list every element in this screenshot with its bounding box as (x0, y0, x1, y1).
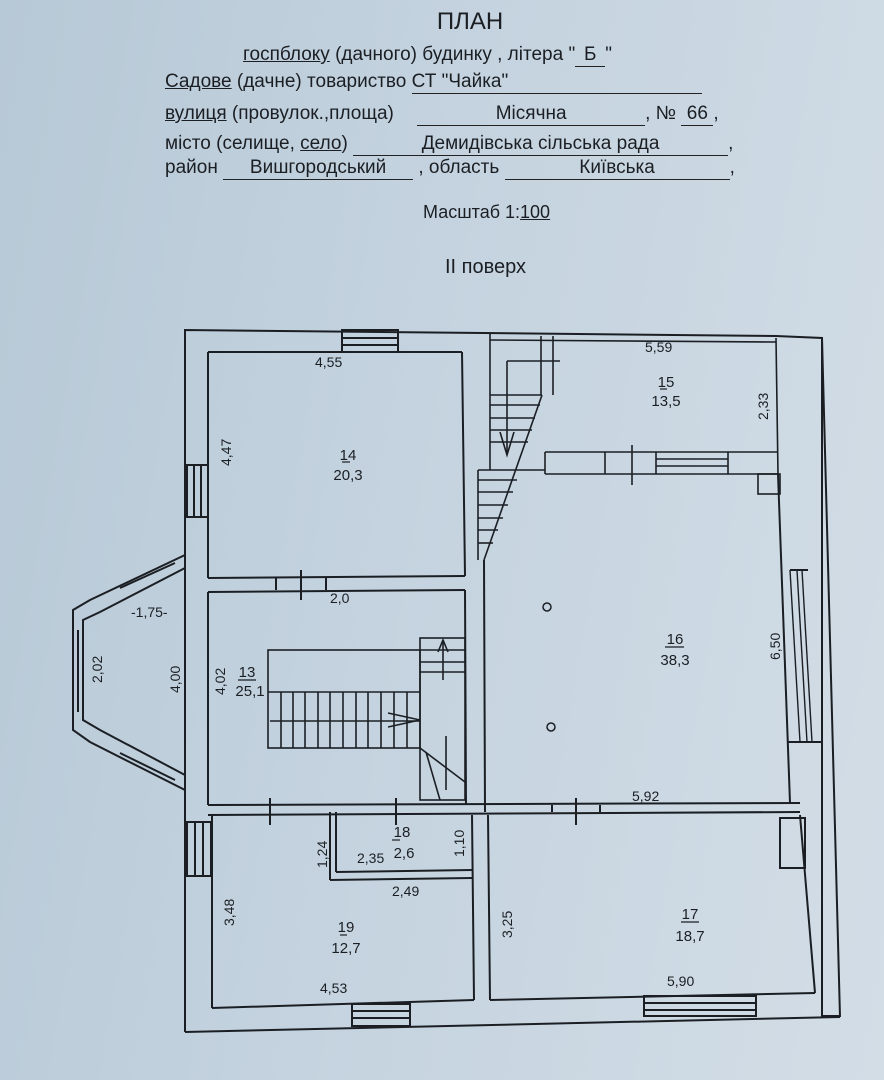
svg-text:1,24: 1,24 (314, 841, 330, 868)
svg-text:4,53: 4,53 (320, 980, 347, 996)
svg-text:4,00: 4,00 (167, 666, 183, 693)
district-value: Вишгородський (223, 157, 414, 180)
svg-text:5,59: 5,59 (645, 339, 672, 355)
svg-text:5,90: 5,90 (667, 973, 694, 989)
room-labels: 14 20,3 15 13,5 13 25,1 16 38,3 18 2,6 1… (235, 374, 704, 957)
city-row: місто (селище, село) Демидівська сільськ… (165, 133, 734, 156)
room-14-label: 14 20,3 (333, 447, 362, 484)
floor-label: II поверх (445, 256, 527, 278)
svg-text:13,5: 13,5 (651, 393, 680, 410)
svg-text:2,6: 2,6 (394, 845, 415, 862)
svg-text:16: 16 (667, 631, 684, 648)
svg-text:19: 19 (338, 919, 355, 936)
stairs-room-13 (267, 637, 466, 801)
svg-text:2,35: 2,35 (357, 850, 384, 866)
litera-value: Б (575, 44, 606, 67)
svg-text:1,10: 1,10 (451, 830, 467, 857)
svg-text:2,0: 2,0 (330, 590, 350, 606)
svg-text:15: 15 (658, 374, 675, 391)
room-16-walls (483, 473, 822, 825)
svg-text:38,3: 38,3 (660, 652, 689, 669)
svg-text:25,1: 25,1 (235, 683, 264, 700)
svg-text:20,3: 20,3 (333, 467, 362, 484)
dimension-labels: 4,55 4,47 5,59 2,33 2,0 -1,75- 2,02 4,00… (89, 339, 783, 996)
subtitle: госпблоку (дачного) будинку , літера "Б" (243, 44, 612, 67)
svg-text:4,55: 4,55 (315, 354, 342, 370)
svg-text:14: 14 (340, 447, 357, 464)
region-value: Київська (504, 157, 730, 180)
svg-text:13: 13 (239, 664, 256, 681)
svg-text:12,7: 12,7 (331, 940, 360, 957)
room-16-label: 16 38,3 (660, 631, 689, 669)
house-number: 66 (681, 103, 714, 126)
district-row: район Вишгородський , область Київська, (165, 157, 735, 180)
svg-text:4,02: 4,02 (212, 668, 228, 695)
svg-text:17: 17 (682, 906, 699, 923)
room-17-label: 17 18,7 (675, 906, 704, 945)
svg-text:6,50: 6,50 (767, 633, 783, 660)
room-18-label: 18 2,6 (392, 824, 414, 862)
bottom-rooms (186, 798, 816, 1027)
svg-text:2,49: 2,49 (392, 883, 419, 899)
svg-text:2,33: 2,33 (755, 393, 771, 420)
bay-window (72, 554, 209, 791)
svg-text:3,25: 3,25 (499, 911, 515, 938)
scale: Масштаб 1:100 (423, 202, 551, 222)
svg-text:-1,75-: -1,75- (131, 604, 168, 620)
svg-text:3,48: 3,48 (221, 899, 237, 926)
svg-text:5,92: 5,92 (632, 788, 659, 804)
room-19-label: 19 12,7 (331, 919, 360, 957)
room-15-label: 15 13,5 (651, 374, 680, 410)
svg-text:2,02: 2,02 (89, 656, 105, 683)
society-value: СТ "Чайка" (411, 71, 702, 94)
document-title: ПЛАН (436, 8, 504, 35)
street-row: вулиця (провулок.,площа) Місячна, № 66, (165, 103, 719, 126)
svg-text:18,7: 18,7 (675, 928, 704, 945)
street-value: Місячна (417, 103, 646, 126)
society-row: Садове (дачне) товариство СТ "Чайка" (165, 71, 702, 94)
room-13-label: 13 25,1 (235, 664, 264, 700)
city-value: Демидівська сільська рада (353, 133, 729, 156)
svg-text:18: 18 (394, 824, 411, 841)
outer-walls (184, 328, 841, 1033)
stairs-room-15 (477, 334, 781, 561)
svg-text:4,47: 4,47 (218, 439, 234, 466)
